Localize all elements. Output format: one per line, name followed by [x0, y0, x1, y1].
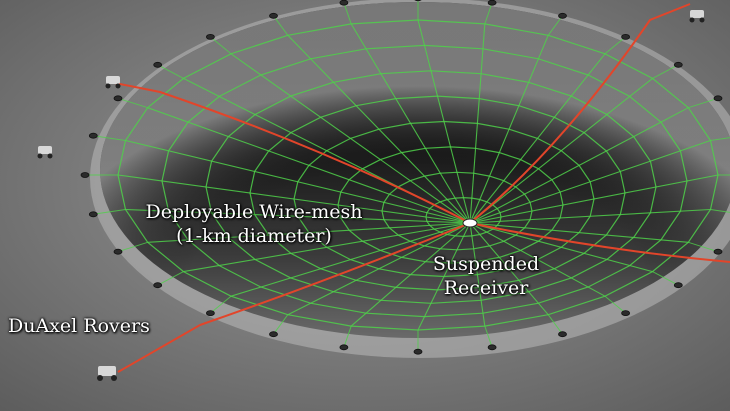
rover-icon: [105, 76, 121, 89]
mesh-spoke: [469, 23, 486, 224]
anchor-point: [113, 248, 123, 255]
mesh-spoke: [287, 222, 471, 316]
anchor-point: [205, 34, 215, 40]
mesh-spoke: [469, 107, 689, 224]
mesh-tether: [157, 64, 184, 79]
mesh-spoke: [417, 222, 471, 331]
mesh-tether: [710, 209, 730, 213]
mesh-tether: [604, 295, 626, 314]
mesh-tether: [652, 271, 679, 286]
rover-icon: [97, 366, 117, 381]
mesh-tether: [484, 325, 493, 348]
suspension-cable: [109, 81, 730, 263]
anchor-point: [153, 61, 163, 68]
mesh-tether: [210, 36, 232, 55]
mesh-spoke: [125, 208, 471, 224]
anchor-point: [269, 331, 278, 338]
mesh-spoke: [469, 222, 549, 316]
mesh-tether: [117, 97, 148, 109]
mesh-tethers: [85, 0, 730, 352]
mesh-spoke: [117, 174, 471, 224]
mesh-tether: [652, 64, 679, 79]
mesh-tether: [484, 2, 493, 25]
mesh-tether: [710, 137, 730, 141]
anchor-point: [113, 95, 123, 102]
mesh-spoke: [147, 222, 471, 243]
anchor-point: [621, 310, 630, 317]
mesh-tether: [688, 97, 719, 109]
anchor-point: [153, 282, 163, 289]
receiver-label: Suspended Receiver: [416, 252, 556, 300]
anchor-point: [621, 34, 630, 40]
anchor-point: [88, 211, 98, 218]
mesh-tether: [604, 36, 626, 55]
mesh-spoke: [147, 107, 471, 224]
wire-mesh-label-line1: Deployable Wire-mesh: [145, 201, 363, 223]
anchor-point: [88, 132, 98, 139]
mesh-tether: [343, 325, 352, 348]
anchor-point: [673, 282, 683, 289]
anchor-point: [80, 172, 90, 178]
rover-icon: [689, 10, 705, 23]
anchor-point: [487, 0, 497, 6]
mesh-spoke: [350, 222, 471, 327]
anchor-point: [487, 344, 497, 351]
mesh-spoke: [469, 222, 606, 297]
mesh-spoke: [469, 174, 719, 224]
mesh-tether: [343, 2, 352, 25]
rovers-label: DuAxel Rovers: [8, 315, 150, 337]
mesh-tether: [547, 314, 563, 335]
mesh-tether: [93, 135, 126, 141]
mesh-tether: [157, 271, 184, 286]
mesh-spoke: [469, 139, 711, 224]
mesh-spoke: [417, 19, 471, 224]
mesh-tether: [273, 314, 289, 335]
wire-mesh: [117, 19, 719, 331]
mesh-tether: [547, 15, 563, 36]
mesh-spoke: [183, 222, 471, 273]
anchor-point: [558, 12, 567, 19]
rover-icon: [37, 146, 53, 159]
anchor-point: [269, 12, 278, 19]
mesh-spoke: [350, 23, 471, 224]
anchor-points: [80, 0, 723, 355]
mesh-spoke: [125, 139, 471, 224]
mesh-spoke: [469, 222, 689, 243]
mesh-tether: [117, 241, 148, 253]
mesh-tether: [273, 15, 289, 36]
mesh-spoke: [230, 53, 471, 224]
mesh-spoke: [469, 53, 606, 224]
mesh-spoke: [469, 77, 653, 224]
mesh-spoke: [230, 222, 471, 297]
anchor-point: [673, 61, 683, 68]
wire-mesh-label: Deployable Wire-mesh (1-km diameter): [138, 200, 370, 248]
mesh-tether: [688, 241, 719, 253]
receiver-label-line2: Receiver: [443, 277, 529, 299]
receiver-label-line1: Suspended: [432, 253, 540, 275]
mesh-spoke: [469, 222, 653, 273]
mesh-spoke: [287, 34, 471, 224]
receiver-marker: [462, 218, 478, 228]
mesh-spoke: [469, 208, 711, 224]
crater-rim-highlight: [100, 2, 730, 338]
mesh-spoke: [469, 222, 486, 327]
wire-mesh-label-line2: (1-km diameter): [176, 225, 332, 247]
anchor-point: [339, 0, 349, 6]
anchor-point: [205, 310, 215, 317]
anchor-point: [413, 348, 423, 355]
anchor-point: [713, 248, 723, 255]
anchor-point: [339, 344, 349, 351]
mesh-tether: [210, 295, 232, 314]
mesh-tether: [93, 209, 126, 215]
anchor-point: [414, 0, 422, 2]
mesh-spoke: [469, 35, 549, 224]
anchor-point: [713, 95, 723, 102]
anchor-point: [558, 331, 567, 338]
